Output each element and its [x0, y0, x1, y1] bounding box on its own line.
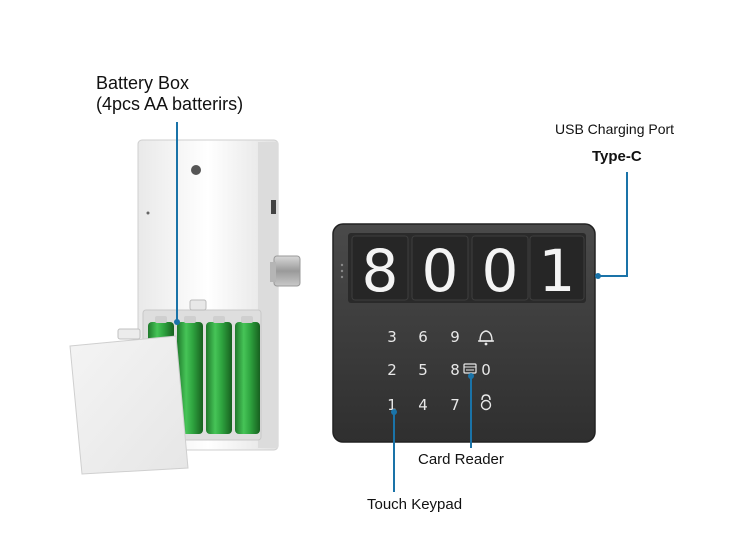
card-icon — [463, 363, 477, 374]
keypad-panel: 8 0 0 1 3 6 9 2 5 8 — [332, 223, 596, 443]
display-digit-1: 8 — [362, 237, 399, 305]
display-digit-4: 1 — [539, 237, 576, 305]
lock-icon[interactable] — [480, 394, 492, 411]
leader-lines — [174, 122, 628, 492]
aa-battery-4 — [235, 316, 260, 434]
usb-charging-port-label: USB Charging Port — [555, 121, 675, 137]
usb-type-label: Type-C — [592, 148, 642, 165]
key-2[interactable]: 2 — [387, 361, 397, 379]
key-5[interactable]: 5 — [418, 361, 428, 379]
key-8[interactable]: 8 — [450, 361, 460, 379]
card-reader-label: Card Reader — [418, 451, 504, 468]
key-7[interactable]: 7 — [450, 396, 460, 414]
battery-cover — [69, 328, 189, 475]
lock-bolt — [273, 255, 301, 287]
key-1[interactable]: 1 — [387, 396, 397, 414]
battery-box-sublabel: (4pcs AA batterirs) — [96, 94, 244, 114]
key-4[interactable]: 4 — [418, 396, 428, 414]
aa-battery-2 — [177, 316, 203, 434]
key-6[interactable]: 6 — [418, 328, 428, 346]
digit-tile-4: 1 — [529, 235, 585, 305]
bell-icon[interactable] — [478, 330, 494, 346]
display-digit-3: 0 — [482, 237, 519, 305]
digit-tile-3: 0 — [471, 235, 529, 305]
usb-leader-line — [598, 172, 628, 277]
touch-keypad-label: Touch Keypad — [367, 496, 463, 513]
key-9[interactable]: 9 — [450, 328, 460, 346]
key-3[interactable]: 3 — [387, 328, 397, 346]
battery-box-label: Battery Box — [96, 73, 190, 93]
screw-hole-icon — [191, 165, 201, 175]
key-0[interactable]: 0 — [481, 361, 491, 379]
aa-battery-3 — [206, 316, 232, 434]
display-digit-2: 0 — [422, 237, 459, 305]
digit-tile-1: 8 — [351, 235, 409, 305]
digit-tile-2: 0 — [411, 235, 469, 305]
